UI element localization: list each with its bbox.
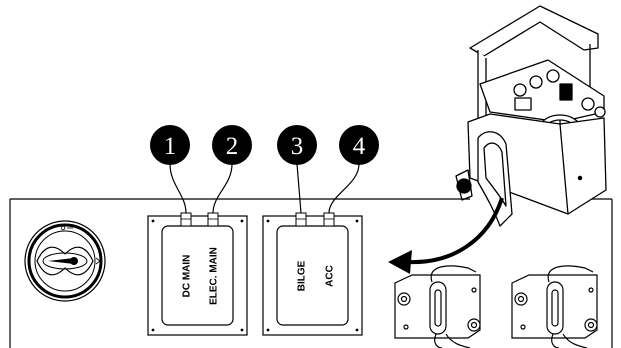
callout-1: 1	[150, 125, 190, 165]
breaker-panel-right: BILGE ACC	[262, 212, 363, 336]
panel-label-bilge: BILGE	[297, 260, 308, 291]
callout-number: 4	[353, 133, 366, 160]
callout-number: 1	[164, 133, 177, 160]
boat-console-icon	[455, 5, 607, 227]
circuit-breaker-icon	[511, 265, 598, 348]
callout-3: 3	[277, 125, 317, 165]
panel-label-acc: ACC	[325, 265, 336, 287]
panel-label-elec-main: ELEC. MAIN	[209, 247, 220, 305]
callout-2: 2	[212, 125, 252, 165]
battery-selector-switch-icon	[24, 220, 106, 302]
circuit-breaker-icon	[394, 265, 481, 348]
callout-leaders	[169, 163, 360, 214]
curved-arrow-icon	[388, 197, 504, 274]
breaker-panel-left: DC MAIN ELEC. MAIN	[147, 212, 248, 336]
panel-label-dc-main: DC MAIN	[182, 255, 193, 298]
callout-number: 3	[291, 133, 304, 160]
callout-number: 2	[226, 133, 239, 160]
callout-4: 4	[339, 125, 379, 165]
